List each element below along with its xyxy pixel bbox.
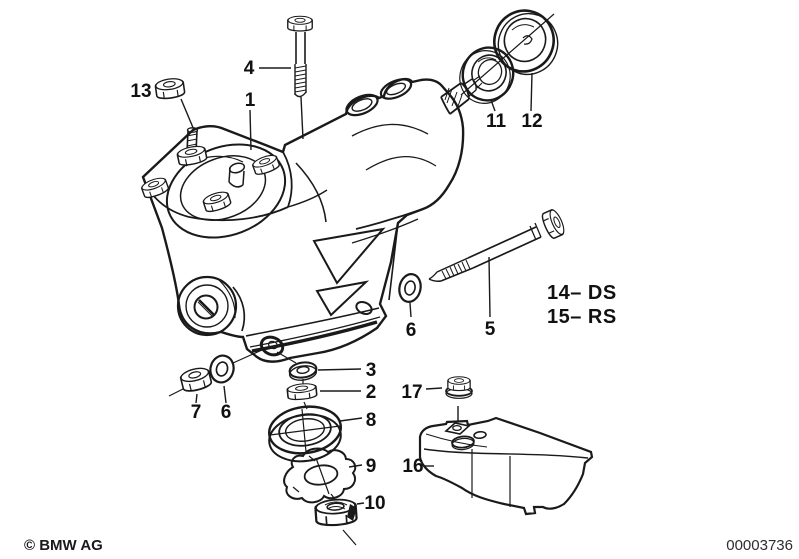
cover-bottom-rim (188, 206, 289, 222)
bolt-4 (287, 15, 313, 98)
cover-cylinder-seam (295, 162, 327, 223)
cover-bolt (250, 152, 282, 177)
shield-hole-large (451, 435, 475, 449)
axis-line-nut7 (168, 349, 263, 397)
callout-13[interactable]: 13 (130, 81, 151, 102)
steering-gear-housing (139, 75, 483, 363)
washer-3 (288, 361, 318, 381)
callout-7[interactable]: 7 (191, 402, 202, 423)
callout-1[interactable]: 1 (245, 90, 256, 111)
seal-ring-11 (459, 46, 515, 104)
cover-boss (228, 162, 246, 188)
leader-lines (180, 67, 533, 505)
callout-15-rs[interactable]: 15– RS (547, 306, 617, 328)
callout-9[interactable]: 9 (366, 456, 377, 477)
cylinder-bottom-edge (355, 208, 424, 230)
callout-11[interactable]: 11 (486, 111, 507, 132)
seal-8 (268, 405, 342, 463)
callout-12[interactable]: 12 (521, 111, 542, 132)
mounting-bracket (245, 222, 399, 357)
nut-13 (153, 76, 186, 101)
callout-10[interactable]: 10 (364, 493, 385, 514)
callout-4[interactable]: 4 (244, 58, 255, 79)
callout-6-left[interactable]: 6 (221, 402, 232, 423)
washer-6-right (398, 273, 422, 303)
image-number-text: 00003736 (726, 537, 793, 554)
washer-6-left (209, 354, 235, 384)
cover-bolt (201, 188, 233, 215)
sector-shaft-boss (176, 275, 246, 337)
heat-shield-16 (418, 416, 594, 516)
cover-body-seam (287, 189, 328, 208)
adjuster-locknut (175, 143, 209, 168)
hydraulic-ports (345, 78, 413, 117)
shield-hole-small (473, 430, 487, 440)
cover-front-left-edge (142, 176, 190, 218)
callout-5[interactable]: 5 (485, 319, 496, 340)
bolt-5 (428, 207, 568, 282)
cascade-axis-lines (276, 351, 357, 546)
body-contour (365, 155, 437, 171)
callout-6-right[interactable]: 6 (406, 320, 417, 341)
nut-2 (286, 381, 318, 402)
nut-10 (313, 497, 359, 528)
nut-7 (178, 364, 214, 394)
seal-ring-12 (493, 9, 559, 76)
nut-17 (445, 376, 473, 399)
callout-8[interactable]: 8 (366, 410, 377, 431)
bracket-slot-hole (355, 301, 373, 315)
body-contour (351, 123, 429, 137)
cover-dome-outer (165, 143, 287, 239)
body-contour (351, 218, 419, 244)
callout-3[interactable]: 3 (366, 360, 377, 381)
lock-plate-9 (283, 447, 357, 504)
callout-17[interactable]: 17 (401, 382, 422, 403)
callout-14-ds[interactable]: 14– DS (547, 282, 617, 304)
copyright-text: © BMW AG (24, 537, 103, 554)
shield-mount-tab (444, 422, 471, 435)
assembly-axis-line (460, 13, 555, 96)
bracket-bolt-hole (259, 335, 285, 357)
cover-right-edge (282, 151, 293, 208)
callout-16[interactable]: 16 (402, 456, 423, 477)
callout-2[interactable]: 2 (366, 382, 377, 403)
